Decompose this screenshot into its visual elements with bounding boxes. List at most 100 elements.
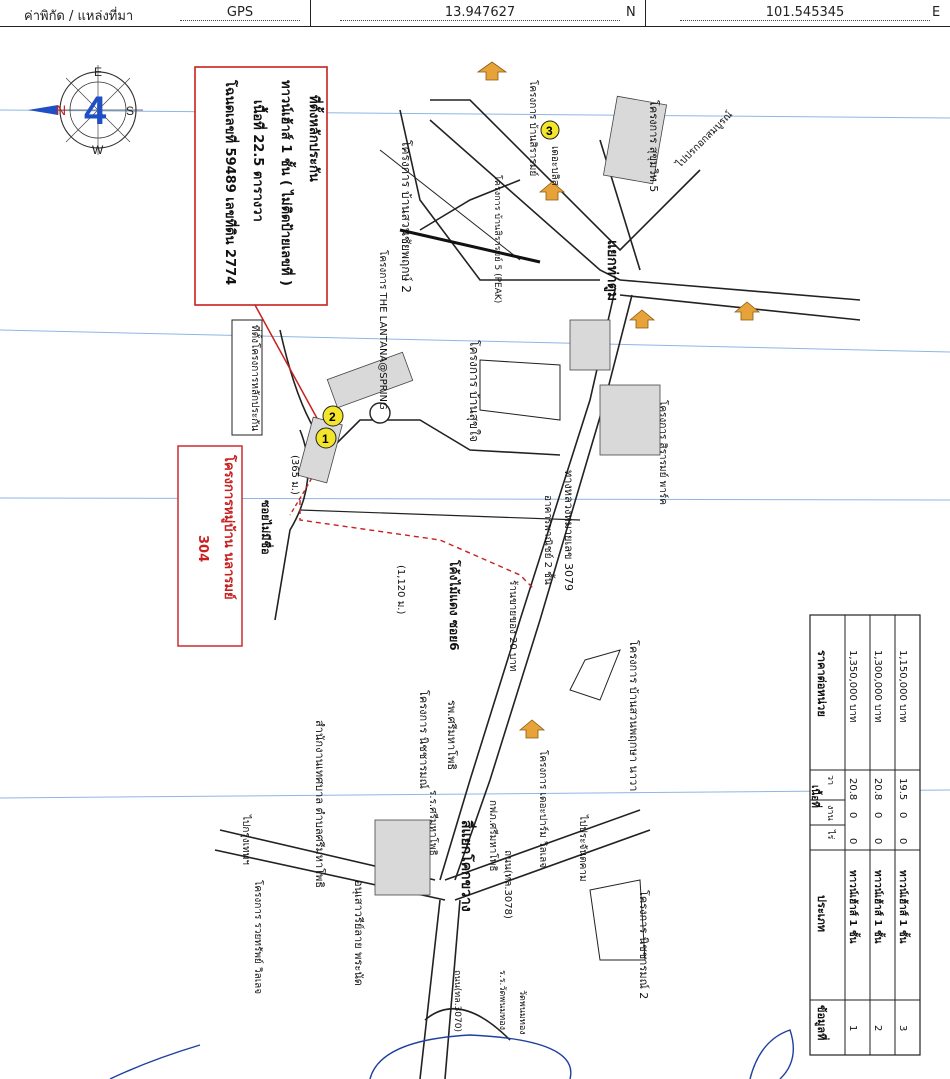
label-police: กฟภ.ศรีมหาโพธิ (487, 800, 500, 872)
label-yaek-tha-toom: แยกท่าตูม (604, 240, 620, 301)
coordinate-header: ค่าพิกัด / แหล่งที่มา GPS 13.947627 N 10… (0, 0, 950, 27)
table-row: 2 ทาวน์เฮ้าส์ 1 ชั้น 0 0 20.8 1,300,000 … (872, 650, 886, 1031)
table-row: 1 ทาวน์เฮ้าส์ 1 ชั้น 0 0 20.8 1,350,000 … (847, 650, 861, 1031)
svg-text:0: 0 (847, 812, 858, 818)
compass-rose: N E S W 4 (28, 65, 143, 157)
svg-text:1,350,000 บาท: 1,350,000 บาท (847, 650, 858, 723)
svg-text:2: 2 (329, 410, 336, 424)
svg-text:0: 0 (897, 838, 908, 844)
route-1120m (299, 500, 536, 591)
svg-text:ทาวน์เฮ้าส์ 1 ชั้น: ทาวน์เฮ้าส์ 1 ชั้น (872, 870, 886, 944)
lon-suffix: E (932, 5, 941, 20)
label-tambon-office: สำนักงานเทศบาล ตำบลศรีมหาโพธิ (313, 720, 327, 888)
svg-text:3: 3 (546, 124, 553, 138)
svg-text:0: 0 (897, 812, 908, 818)
svg-text:20.8: 20.8 (872, 778, 883, 800)
village-callout-box (177, 445, 243, 647)
small-box-text: ที่ตั้งโครงการหลักประกัน (249, 325, 263, 431)
th-type: ประเภท (815, 895, 828, 932)
main-road-segment (399, 228, 541, 264)
callout-line2: ทาวน์เฮ้าส์ 1 ชั้น ( ไม่ติดป้ายเลขที่ ) (278, 80, 297, 286)
label-wat: วัดพนมทอง (517, 990, 527, 1035)
label-hospital: รพ.ศรีมหาโพธิ (445, 700, 459, 770)
label-road-3079: ทางหลวงหมายเลข 3079 (562, 470, 575, 591)
svg-text:2: 2 (872, 1025, 883, 1031)
svg-text:1: 1 (322, 432, 329, 446)
label-sirarom: โครงการ บ้านสิรารมย์ (527, 80, 540, 176)
svg-text:1,300,000 บาท: 1,300,000 บาท (872, 650, 883, 723)
label-soi-mai-ruek: ซอยไม่มีชื่อ (259, 500, 274, 555)
label-1120m: (1,120 ม.) (395, 565, 406, 614)
th-price: ราคาต่อหน่วย (815, 650, 828, 717)
coord-label: ค่าพิกัด / แหล่งที่มา (24, 9, 134, 24)
lat-value: 13.947627 (340, 5, 620, 21)
coord-source: GPS (180, 5, 300, 21)
label-khong-mai-daeng: โค้งไม้แดง ซอย6 (447, 559, 462, 651)
svg-text:19.5: 19.5 (897, 778, 908, 800)
label-nitcharamon: โครงการ นิชชารมณ์ (417, 690, 431, 789)
house-icons (476, 61, 761, 739)
label-to-bangkok: ไปกรุงเทพฯ (240, 814, 252, 865)
label-365m: (365 ม.) (289, 455, 300, 495)
th-no: ข้อมูลที่ (814, 1005, 830, 1040)
label-school: ร.ร.ศรีมหาโพธิ (427, 790, 440, 856)
th-rai: ไร่ (825, 829, 836, 840)
label-lantana: โครงการ THE LANTANA@SPRING (377, 250, 390, 410)
village-line1: โครงการหมู่บ้าน นลารมย์ (221, 454, 238, 600)
svg-text:ทาวน์เฮ้าส์ 1 ชั้น: ทาวน์เฮ้าส์ 1 ชั้น (847, 870, 861, 944)
label-ruay-sap: โครงการ รวยทรัพย์ วิลเลจ (252, 880, 265, 994)
table-row: 3 ทาวน์เฮ้าส์ 1 ชั้น 0 0 19.5 1,150,000 … (897, 650, 911, 1031)
roundabout (369, 402, 391, 424)
callout-line3: เนื้อที่ 22.5 ตารางวา (250, 100, 269, 222)
compass-e: E (94, 65, 102, 79)
price-table: ข้อมูลที่ ประเภท เนื้อที่ ราคาต่อหน่วย ไ… (809, 614, 921, 1056)
svg-text:1,150,000 บาท: 1,150,000 บาท (897, 650, 908, 723)
location-map: N E S W 4 ที่ตั้งหลักประกัน ทาวน์เฮ้าส์ … (0, 61, 950, 1079)
label-ban-suk-jai: โครงการ บ้านสุขใจ (466, 340, 481, 442)
property-callout-box (194, 66, 328, 306)
label-monument: อนุเสาวรีย์ลาย พระนัด (352, 880, 365, 986)
label-dekanlis: เดอะบลิส (549, 146, 560, 186)
compass-s: S (126, 104, 134, 118)
th-ngan: งาน (825, 805, 835, 821)
svg-text:3: 3 (897, 1025, 908, 1031)
scan-guides (0, 109, 950, 799)
header-divider (310, 0, 311, 26)
marker-2: 2 (322, 405, 344, 427)
label-yaek-khok-khwang: สี่แยกโคกขวาง (458, 820, 477, 912)
svg-text:1: 1 (847, 1025, 858, 1031)
small-project-box (231, 319, 263, 436)
svg-text:0: 0 (847, 838, 858, 844)
marker-1: 1 (315, 427, 337, 449)
label-prachin-way: ไปประจันตคาม (577, 814, 589, 882)
lat-suffix: N (626, 5, 636, 20)
callout-leader (254, 304, 319, 421)
label-road-3078: ถนน(ทล.3078) (502, 850, 513, 919)
housing-blocks (297, 95, 668, 896)
label-road-3070: ถนน(ทล.3070) (452, 970, 462, 1032)
label-suan-chaiyaphruek: โครงการ บ้านสวนชัยพฤกษ์ 2 (399, 140, 413, 293)
village-line2: 304 (195, 535, 210, 562)
label-sukhumvit5: โครงการ สุขุมวิท 5 (647, 100, 661, 192)
lon-value: 101.545345 (680, 5, 930, 21)
label-nitcharamon2: โครงการ นิชชารมณ์ 2 (637, 890, 651, 999)
callout-line1: ที่ตั้งหลักประกัน (306, 95, 325, 182)
svg-text:0: 0 (872, 812, 883, 818)
th-wa: วา (825, 775, 835, 785)
signature-scribbles (109, 1029, 794, 1079)
compass-w: W (92, 143, 104, 157)
svg-text:ทาวน์เฮ้าส์ 1 ชั้น: ทาวน์เฮ้าส์ 1 ชั้น (897, 870, 911, 944)
svg-text:0: 0 (872, 838, 883, 844)
label-commercial: อาคารพาณิชย์ 2 ชั้น (542, 495, 556, 585)
label-shop-20: ร้านขายของ 20 บาท (507, 580, 519, 672)
label-suan-phrueksa: โครงการ บ้านสวนพฤกษา นาวา (627, 640, 641, 791)
compass-number: 4 (84, 89, 107, 133)
compass-n: N (56, 102, 66, 118)
label-dedprm: โครงการ เดอะปาร์ม วิลเลจ (537, 750, 550, 868)
label-peak: โครงการ บ้านสิรารมย์ 5 (PEAK) (492, 175, 504, 303)
marker-3: 3 (540, 120, 560, 140)
svg-text:20.8: 20.8 (847, 778, 858, 800)
label-sirarom-park: โครงการ สิรารมย์ พาร์ค (657, 400, 670, 505)
label-to-prachin: ไปปรกอกสมบูรณ์ (673, 109, 735, 171)
callout-line4: โฉนดเลขที่ 59489 เลขที่ดิน 2774 (222, 79, 240, 285)
